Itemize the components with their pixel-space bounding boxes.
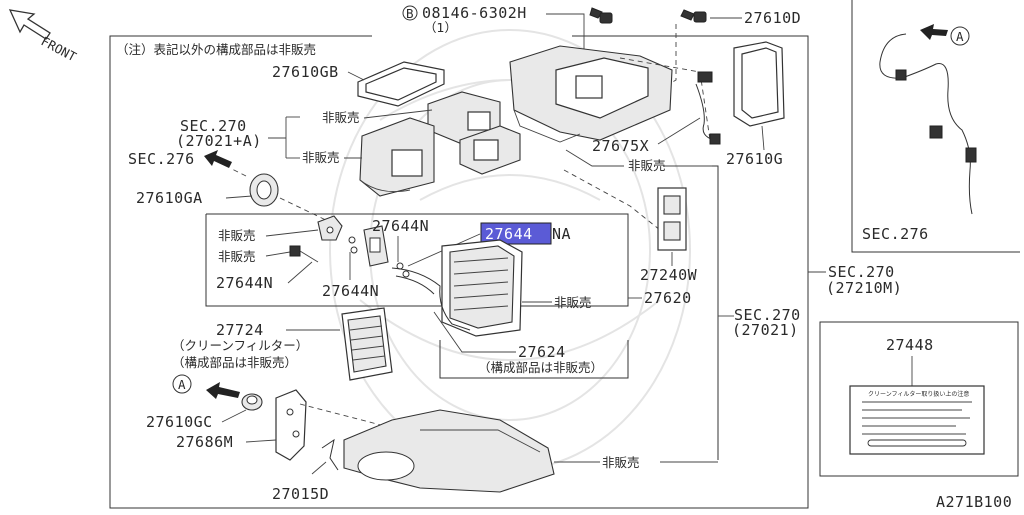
part-27644NA-highlighted: 27644 (485, 225, 533, 243)
bolt-icon (402, 5, 613, 24)
part-27610GA: 27610GA (136, 189, 203, 207)
part-27644N-left: 27644N (216, 274, 273, 292)
resistor-27240W-icon (657, 187, 687, 251)
part-27724: 27724 (216, 321, 264, 339)
part-27240W: 27240W (640, 266, 698, 284)
not-sold-blower: 非販売 (628, 158, 666, 173)
part-27610D: 27610D (744, 9, 801, 27)
figure-code: A271B100 (936, 493, 1012, 511)
part-27624-note: （構成部品は非販売） (478, 360, 603, 375)
seal-27610G-icon (733, 41, 785, 127)
expansion-valve-icon (363, 225, 389, 267)
part-27686M: 27686M (176, 433, 233, 451)
bolt-quantity: （1） (424, 20, 457, 35)
part-27724-sub2: （構成部品は非販売） (172, 355, 297, 370)
sec276-right: SEC.276 (862, 225, 929, 243)
part-27448: 27448 (886, 336, 934, 354)
part-27724-sub1: （クリーンフィルター） (172, 338, 308, 353)
part-27015D: 27015D (272, 485, 329, 503)
lower-housing-icon (343, 409, 555, 493)
not-sold-housing: 非販売 (602, 455, 640, 470)
blower-housing-icon (509, 45, 673, 143)
circle-a-marker (172, 374, 192, 394)
front-arrow-icon (8, 9, 51, 40)
bolt-small-icon (289, 245, 319, 263)
arrow-right-a-icon (920, 24, 948, 40)
pipe-icon (391, 267, 471, 331)
sec270-upper-sub: (27021+A) (176, 132, 262, 150)
sec270-right-sub: (27210M) (826, 279, 902, 297)
harness-inset-icon (879, 33, 977, 215)
circle-a-right-letter: A (956, 29, 964, 44)
part-27610GC: 27610GC (146, 413, 213, 431)
part-27675X: 27675X (592, 137, 649, 155)
part-27610GB: 27610GB (272, 63, 339, 81)
screw-27610D-icon (680, 9, 707, 23)
part-27610G: 27610G (726, 150, 783, 168)
clip-27015D-icon (321, 438, 339, 471)
arrow-a-icon (206, 382, 240, 399)
arrow-left-icon (204, 150, 232, 168)
sec276-left: SEC.276 (128, 150, 195, 168)
not-sold-upper-duct: 非販売 (322, 110, 360, 125)
caution-label-title: クリーンフィルター取り扱い上の注意 (868, 390, 969, 398)
sec270-mid-sub: (27021) (732, 321, 799, 339)
duct-27686M-icon (275, 389, 307, 461)
note-text: （注）表記以外の構成部品は非販売 (116, 42, 316, 57)
not-sold-bolt: 非販売 (218, 249, 256, 264)
not-sold-evaporator: 非販売 (554, 295, 592, 310)
part-27644NA-suffix: NA (552, 225, 571, 243)
harness-27675X-icon (695, 71, 721, 145)
part-27644N-top: 27644N (372, 217, 429, 235)
sec270-right: SEC.270 (828, 263, 895, 281)
not-sold-lower-duct: 非販売 (302, 150, 340, 165)
not-sold-clip: 非販売 (218, 228, 256, 243)
sec270-upper: SEC.270 (180, 117, 247, 135)
clean-filter-27724-icon (341, 307, 393, 381)
duct-lower-icon (359, 117, 435, 197)
seal-27610GB-icon (357, 61, 445, 107)
sec270-mid: SEC.270 (734, 306, 801, 324)
grommet-27610GC-icon (241, 393, 263, 411)
bolt-circle: B (406, 6, 414, 21)
grommet-27610GA-icon (249, 173, 279, 207)
circle-a-letter: A (178, 377, 186, 392)
part-27620: 27620 (644, 289, 692, 307)
caution-label-icon (849, 385, 985, 455)
duct-upper-icon (427, 91, 521, 175)
evaporator-core-icon (441, 239, 523, 337)
part-27644N-mid: 27644N (322, 282, 379, 300)
bolt-part-number: 08146-6302H (422, 4, 527, 22)
part-27624: 27624 (518, 343, 566, 361)
front-label: FRONT (39, 33, 80, 64)
o-ring-right-icon (396, 262, 410, 278)
highlight-box (480, 222, 552, 245)
o-ring-icon (348, 236, 358, 254)
circle-a-right-marker (950, 26, 970, 46)
clip-icon (317, 215, 343, 241)
